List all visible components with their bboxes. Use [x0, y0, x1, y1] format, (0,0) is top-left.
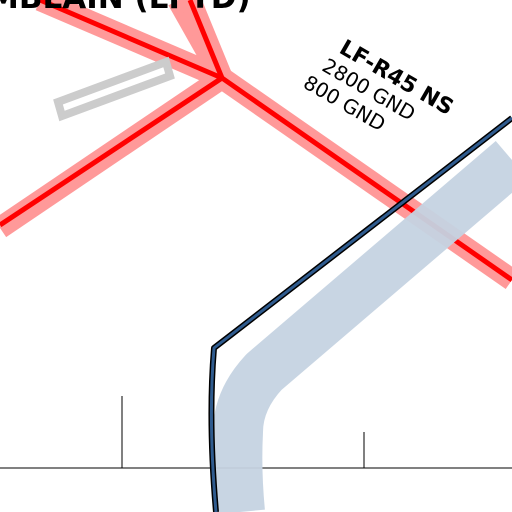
route-upper: [39, 0, 223, 81]
route-southeast: [220, 75, 512, 283]
runway-outline: [53, 56, 175, 122]
route-west: [0, 75, 224, 228]
route-north: [187, 0, 225, 79]
routes: [0, 0, 512, 283]
aerodrome-label: MBLAIN (LFTD): [0, 0, 251, 16]
zone-halo: [212, 140, 512, 512]
zone-border: [209, 116, 512, 512]
